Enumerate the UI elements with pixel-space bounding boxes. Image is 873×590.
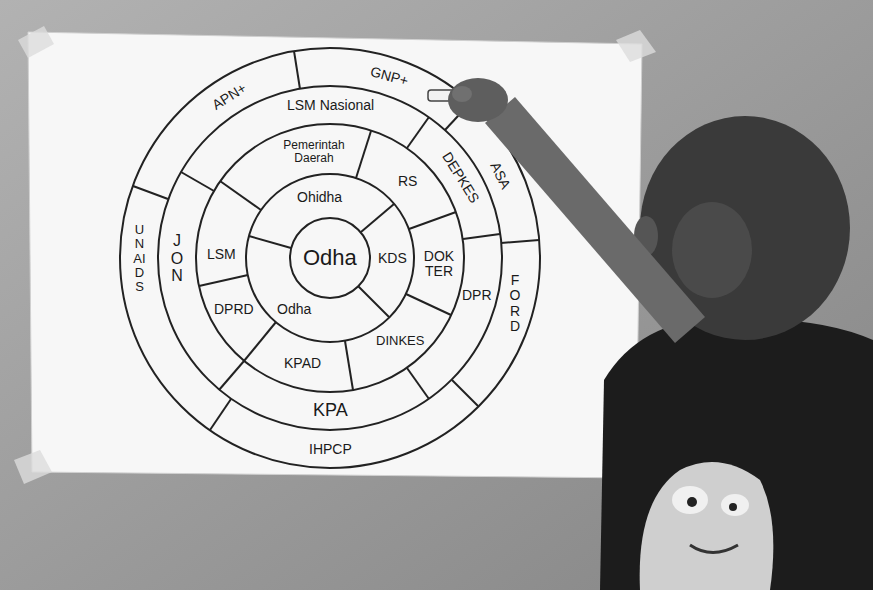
ring-segment: DPRD [214,302,254,317]
segment-label: Odha [303,246,357,270]
segment-label: KPAD [284,356,321,371]
segment-label: LSM [207,247,236,262]
ring-segment: Pemerintah Daerah [276,139,352,165]
ring-segment: LSM Nasional [287,98,374,113]
segment-label: Pemerintah Daerah [276,139,352,165]
segment-label: FORD [508,273,522,335]
segment-label: UNAIDS [133,223,146,294]
segment-label: Ohidha [297,190,342,205]
tape [616,30,656,62]
ring-segment: DOK TER [419,249,459,280]
ring-outlines [120,48,540,468]
ring-segment: KPA [313,401,348,421]
ring-segment: Ohidha [297,190,342,205]
ring-segment: UNAIDS [133,223,146,294]
paper-sheet [28,32,642,478]
segment-label: JON [169,232,185,285]
ring-segment: IHPCP [309,442,352,457]
segment-label: KDS [378,251,407,266]
ring-segment: LSM [207,247,236,262]
tape [18,26,54,58]
ring-segment: FORD [508,273,522,335]
ring-segment: KDS [378,251,407,266]
segment-label: RS [398,174,417,189]
segment-label: DPR [462,288,492,303]
ring-segment: DPR [462,288,492,303]
ring-segment: RS [398,174,417,189]
ring-segment: DINKES [376,334,424,348]
segment-label: Odha [277,302,311,317]
segment-label: DOK TER [419,249,459,280]
ring-segment: JON [169,232,185,285]
tape [14,450,52,484]
segment-label: DINKES [376,334,424,348]
ring-segment: Odha [277,302,311,317]
center-circle: Odha [303,246,357,270]
ring-segment: KPAD [284,356,321,371]
segment-label: DPRD [214,302,254,317]
segment-label: IHPCP [309,442,352,457]
segment-label: LSM Nasional [287,98,374,113]
person [428,78,873,590]
segment-label: KPA [313,401,348,421]
